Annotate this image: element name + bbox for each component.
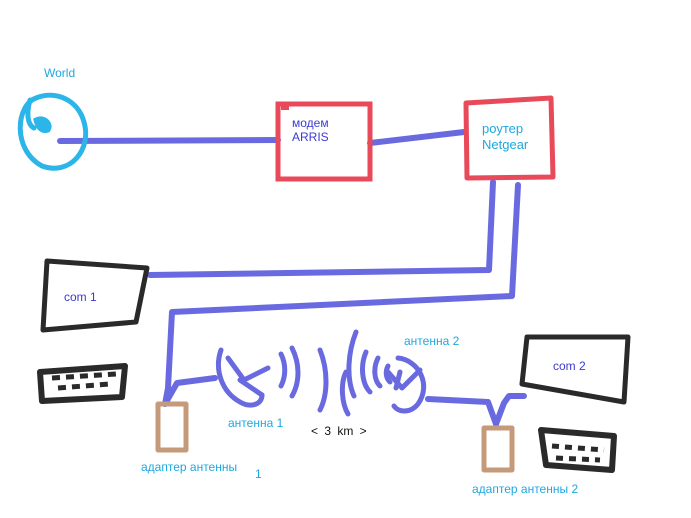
antenna-1-label: антенна 1 (228, 416, 284, 430)
cable-world-modem (57, 137, 281, 144)
modem-corner-mark (281, 103, 289, 110)
modem-label: модем ARRIS (292, 116, 329, 144)
modem-box (275, 101, 373, 182)
cable-router-com1 (147, 179, 496, 278)
adapter-1 (155, 401, 189, 453)
antenna-2-label: антенна 2 (404, 334, 460, 348)
com1-keyboard-icon (37, 363, 128, 404)
adapter-2-label: адаптер антенны 2 (472, 482, 579, 496)
adapter-2 (481, 425, 515, 473)
radio-waves (278, 329, 393, 417)
cable-antenna2-com2 (425, 393, 527, 427)
distance-label: < 3 km > (311, 424, 367, 438)
com2-keyboard-icon (538, 427, 617, 473)
com1-monitor (40, 258, 150, 333)
com1-label: com 1 (64, 290, 97, 304)
router-box (463, 95, 556, 181)
cable-modem-router (367, 129, 467, 146)
cable-router-antenna1 (162, 182, 521, 407)
adapter-1-number: 1 (255, 467, 262, 481)
adapter-1-label: адаптер антенны (141, 460, 238, 474)
antenna-1-dish-icon (216, 347, 271, 408)
antenna-2-dish-icon (385, 355, 426, 414)
router-label: роутер Netgear (482, 121, 529, 152)
globe-icon (17, 92, 89, 171)
world-label: World (44, 66, 76, 80)
com2-label: com 2 (553, 359, 586, 373)
cables (57, 129, 527, 427)
com2-monitor (519, 334, 631, 405)
